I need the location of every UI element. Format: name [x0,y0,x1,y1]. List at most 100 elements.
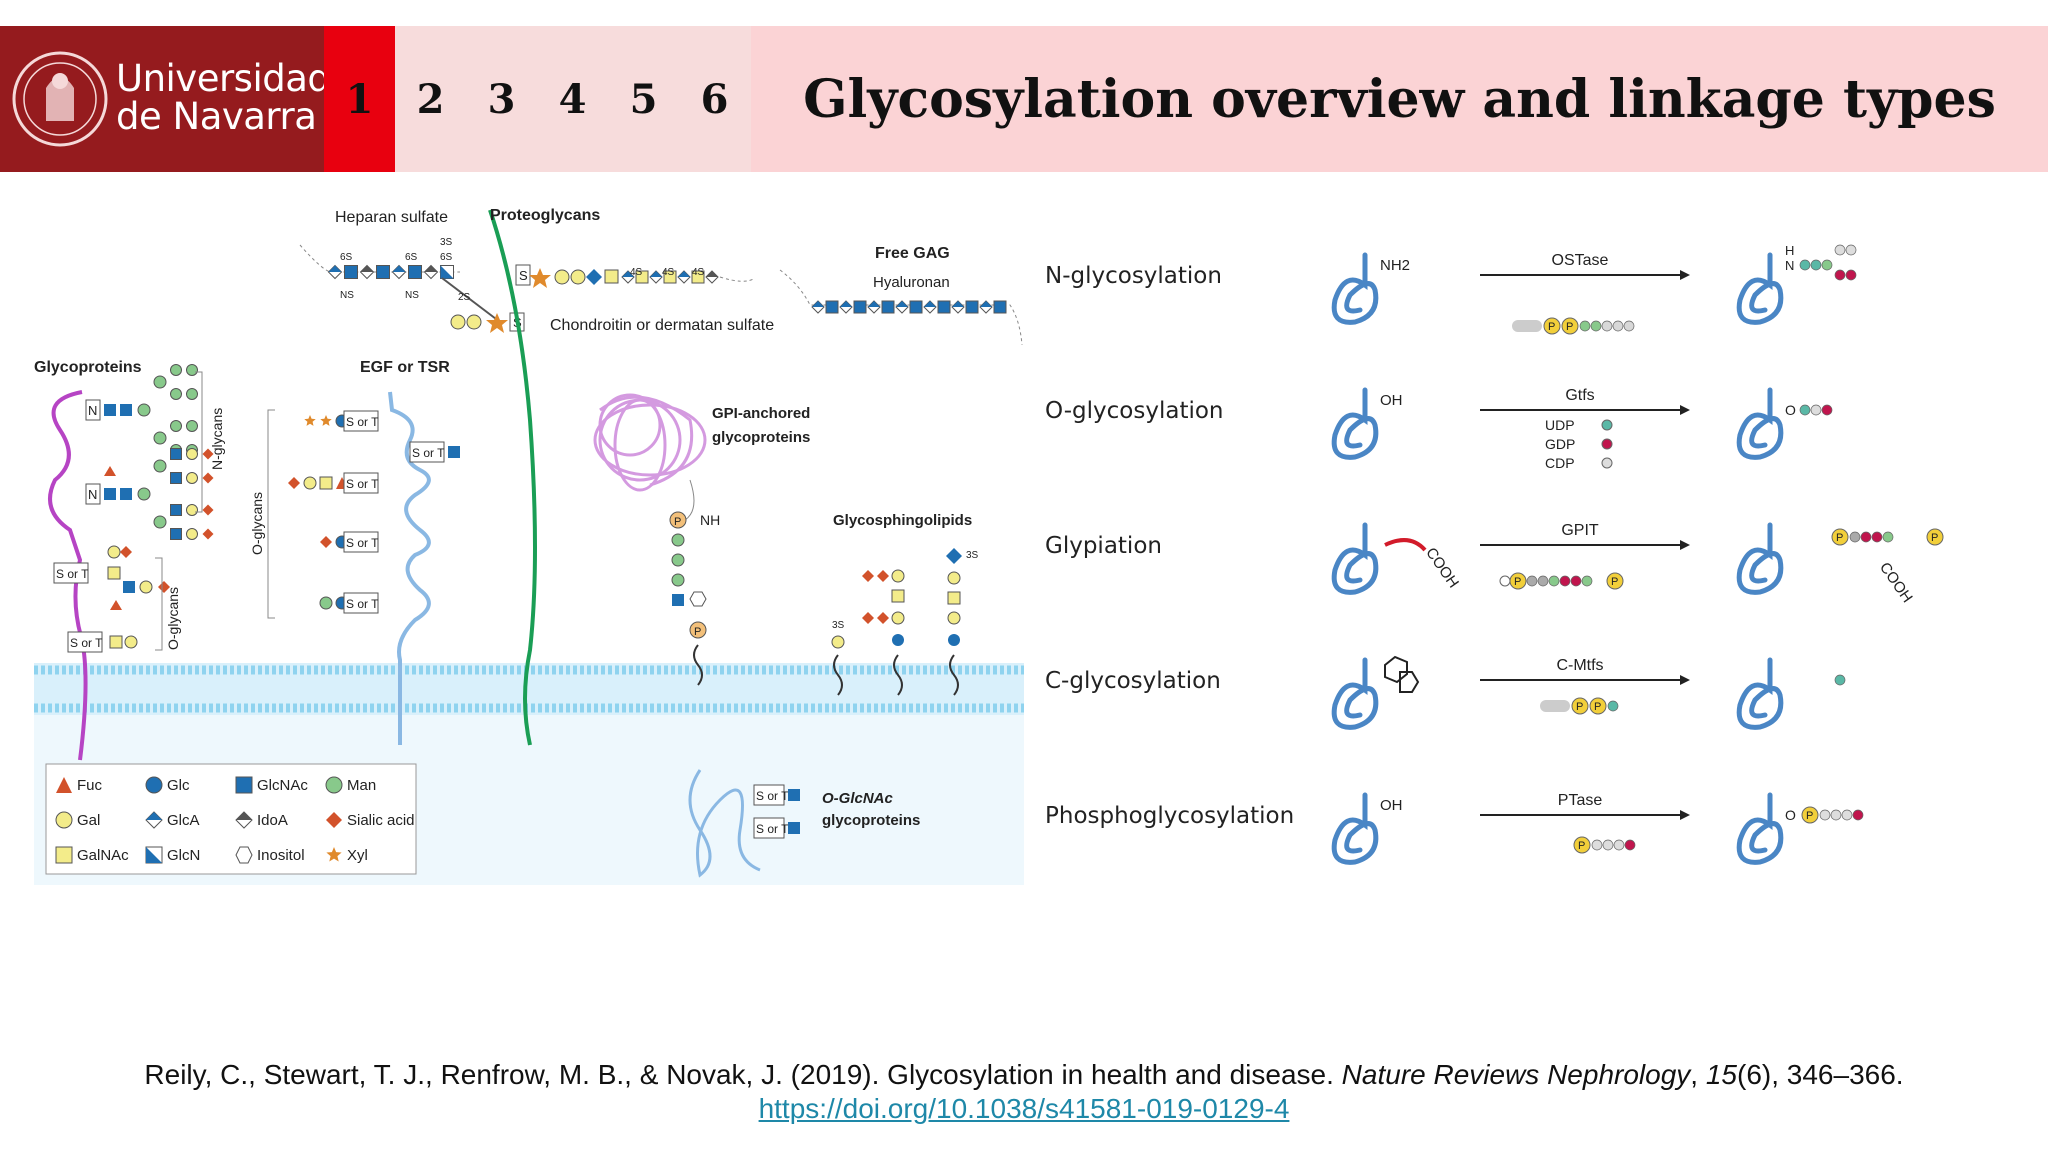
svg-text:S or T: S or T [346,597,379,611]
svg-text:P: P [1548,321,1555,333]
nav-slide-6[interactable]: 6 [700,75,729,123]
svg-text:NH: NH [700,512,720,528]
nav-slide-3[interactable]: 3 [487,75,516,123]
legend-item-galnac: GalNAc [55,846,129,864]
svg-text:GDP: GDP [1545,436,1575,452]
svg-text:GPIT: GPIT [1561,522,1599,539]
svg-text:P: P [1514,576,1521,588]
svg-text:3S: 3S [832,620,845,631]
svg-text:C-Mtfs: C-Mtfs [1556,657,1603,674]
svg-text:6S: 6S [405,252,418,263]
legend-item-gal: Gal [55,811,100,829]
svg-text:P: P [1836,532,1843,544]
svg-text:CDP: CDP [1545,455,1575,471]
svg-text:PTase: PTase [1558,792,1603,809]
svg-text:NS: NS [405,290,419,301]
gpi-anchored-label: GPI-anchored [712,405,810,422]
svg-text:P: P [1566,321,1573,333]
chondroitin-label: Chondroitin or dermatan sulfate [550,317,774,334]
free-gag: Free GAG Hyaluronan [779,245,1023,346]
proteoglycans-label: Proteoglycans [490,207,600,224]
heparan-sulfate-chain: S Heparan sulfate 6S 6S 3S 6S NS NS 2S [299,209,525,333]
svg-text:P: P [1594,701,1601,713]
svg-text:GlcN: GlcN [167,847,200,864]
svg-text:4S: 4S [662,267,675,278]
svg-text:COOH: COOH [1422,545,1462,592]
svg-text:S or T: S or T [346,477,379,491]
glycoproteins-panel: Glycoproteins N N N-glycans S or T S or … [34,359,225,761]
svg-text:OH: OH [1380,797,1403,814]
svg-text:S or T: S or T [346,415,379,429]
svg-text:N: N [88,403,97,418]
proteoglycan-core [488,209,537,746]
svg-text:S or T: S or T [756,822,789,836]
glycoproteins-label: Glycoproteins [34,359,142,376]
svg-text:P: P [1806,810,1813,822]
svg-text:Fuc: Fuc [77,777,103,794]
svg-text:Sialic acid: Sialic acid [347,812,415,829]
legend-item-glcn: GlcN [145,846,200,864]
svg-text:H: H [1785,243,1794,258]
hyaluronan-label: Hyaluronan [873,274,950,291]
svg-text:6S: 6S [440,252,453,263]
svg-text:glycoproteins: glycoproteins [712,429,810,446]
svg-text:O: O [1785,807,1796,823]
svg-text:IdoA: IdoA [257,812,288,829]
nav-slide-5[interactable]: 5 [629,75,658,123]
legend-item-sialic-acid: Sialic acid [326,812,415,829]
doi-link[interactable]: https://doi.org/10.1038/s41581-019-0129-… [758,1093,1290,1124]
legend-item-glcnac: GlcNAc [235,776,308,794]
legend-item-fuc: Fuc [56,777,103,794]
svg-text:Xyl: Xyl [347,847,368,864]
svg-text:N: N [88,487,97,502]
nav-slide-4[interactable]: 4 [558,75,587,123]
glycosphingolipids-label: Glycosphingolipids [833,512,972,529]
legend-item-man: Man [325,776,376,794]
svg-text:6S: 6S [340,252,353,263]
svg-text:N-glycans: N-glycans [209,408,225,470]
svg-text:P: P [674,516,681,528]
svg-text:P: P [1576,701,1583,713]
svg-text:S or T: S or T [70,636,103,650]
slide-header: Universidad de Navarra 1 2 3 4 5 6 Glyco… [0,26,2048,172]
free-gag-label: Free GAG [875,245,950,262]
svg-text:Glc: Glc [167,777,190,794]
svg-text:UDP: UDP [1545,417,1575,433]
svg-text:Gal: Gal [77,812,100,829]
svg-text:S or T: S or T [346,536,379,550]
egf-tsr-label: EGF or TSR [360,359,450,376]
svg-text:OH: OH [1380,392,1403,409]
svg-text:N: N [1785,258,1794,273]
heparan-sulfate-label: Heparan sulfate [335,209,448,226]
citation: Reily, C., Stewart, T. J., Renfrow, M. B… [20,1058,2028,1126]
svg-text:glycoproteins: glycoproteins [822,812,920,829]
svg-text:Man: Man [347,777,376,794]
svg-text:Gtfs: Gtfs [1565,387,1594,404]
slide-title: Glycosylation overview and linkage types [803,68,1996,130]
nav-slide-2[interactable]: 2 [416,75,445,123]
svg-text:N-glycosylation: N-glycosylation [1045,263,1222,289]
svg-text:GalNAc: GalNAc [77,847,129,864]
glycosphingolipids-panel: Glycosphingolipids 3S 3S [831,512,979,696]
svg-text:3S: 3S [966,550,979,561]
egf-tsr-panel: EGF or TSR O-glycans S or TS or TS or TS… [249,359,460,745]
svg-text:NH2: NH2 [1380,257,1410,274]
svg-text:S: S [519,268,528,283]
svg-text:3S: 3S [440,237,453,248]
citation-text: Reily, C., Stewart, T. J., Renfrow, M. B… [144,1059,1904,1090]
nav-slide-1[interactable]: 1 [324,26,395,172]
legend-item-glca: GlcA [145,811,200,829]
seal-icon [12,51,108,147]
legend-item-inositol: Inositol [235,846,305,864]
svg-text:O-glycosylation: O-glycosylation [1045,398,1224,424]
svg-text:Glypiation: Glypiation [1045,533,1162,559]
svg-text:P: P [1611,576,1618,588]
